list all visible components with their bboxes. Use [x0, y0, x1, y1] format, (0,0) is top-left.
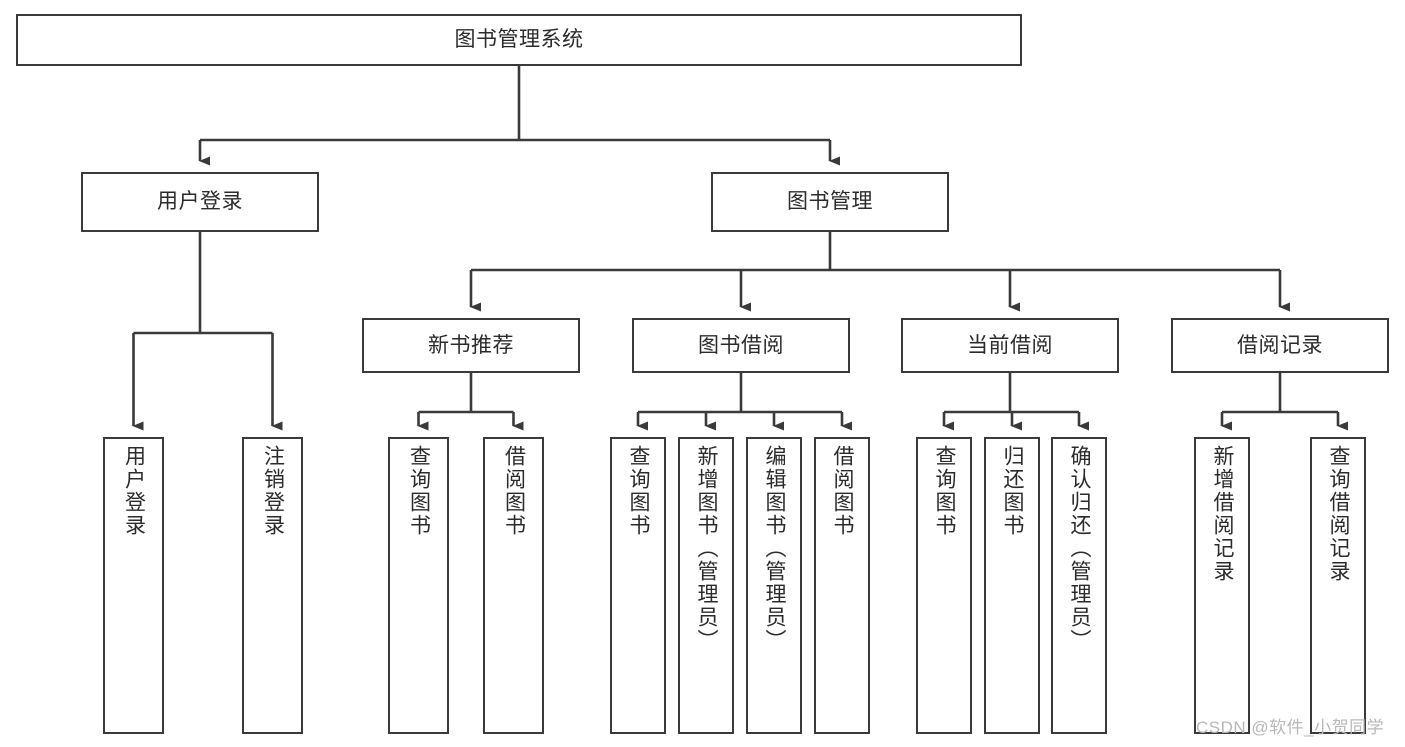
node-rc-add[interactable]: 新增借阅记录	[1194, 437, 1250, 734]
node-label-root: 图书管理系统	[454, 28, 584, 52]
node-label-user-login: 用户登录	[122, 445, 146, 537]
node-cu-query[interactable]: 查询图书	[916, 437, 972, 734]
node-label-bookmgmt: 图书管理	[787, 190, 873, 214]
node-label-borrow: 图书借阅	[698, 333, 784, 357]
node-label-newbook: 新书推荐	[428, 333, 514, 357]
node-label-bw-add: 新增图书（管理员）	[695, 445, 719, 652]
node-label-login: 用户登录	[157, 190, 243, 214]
node-label-nb-query: 查询图书	[407, 445, 431, 537]
node-label-bw-borrow: 借阅图书	[831, 445, 855, 537]
node-current[interactable]: 当前借阅	[901, 318, 1119, 373]
node-records[interactable]: 借阅记录	[1171, 318, 1389, 373]
node-newbook[interactable]: 新书推荐	[362, 318, 580, 373]
node-bw-edit[interactable]: 编辑图书（管理员）	[746, 437, 802, 734]
node-cu-confirm[interactable]: 确认归还（管理员）	[1051, 437, 1107, 734]
node-bw-add[interactable]: 新增图书（管理员）	[678, 437, 734, 734]
node-label-bw-query: 查询图书	[627, 445, 651, 537]
node-label-cu-query: 查询图书	[933, 445, 957, 537]
node-borrow[interactable]: 图书借阅	[632, 318, 850, 373]
node-nb-query[interactable]: 查询图书	[388, 437, 449, 734]
node-bw-query[interactable]: 查询图书	[610, 437, 666, 734]
node-label-cu-return: 归还图书	[1001, 445, 1025, 537]
node-label-current: 当前借阅	[967, 333, 1053, 357]
node-nb-borrow[interactable]: 借阅图书	[483, 437, 544, 734]
node-label-rc-query: 查询借阅记录	[1327, 445, 1351, 583]
node-login[interactable]: 用户登录	[81, 172, 319, 232]
node-user-logout[interactable]: 注销登录	[242, 437, 303, 734]
node-label-user-logout: 注销登录	[261, 445, 285, 537]
node-bookmgmt[interactable]: 图书管理	[711, 172, 949, 232]
node-label-records: 借阅记录	[1237, 333, 1323, 357]
node-label-cu-confirm: 确认归还（管理员）	[1068, 445, 1092, 652]
node-bw-borrow[interactable]: 借阅图书	[814, 437, 870, 734]
node-cu-return[interactable]: 归还图书	[984, 437, 1040, 734]
node-user-login[interactable]: 用户登录	[103, 437, 164, 734]
node-root[interactable]: 图书管理系统	[16, 14, 1022, 66]
node-label-bw-edit: 编辑图书（管理员）	[763, 445, 787, 652]
node-label-rc-add: 新增借阅记录	[1211, 445, 1235, 583]
node-rc-query[interactable]: 查询借阅记录	[1310, 437, 1366, 734]
node-label-nb-borrow: 借阅图书	[502, 445, 526, 537]
